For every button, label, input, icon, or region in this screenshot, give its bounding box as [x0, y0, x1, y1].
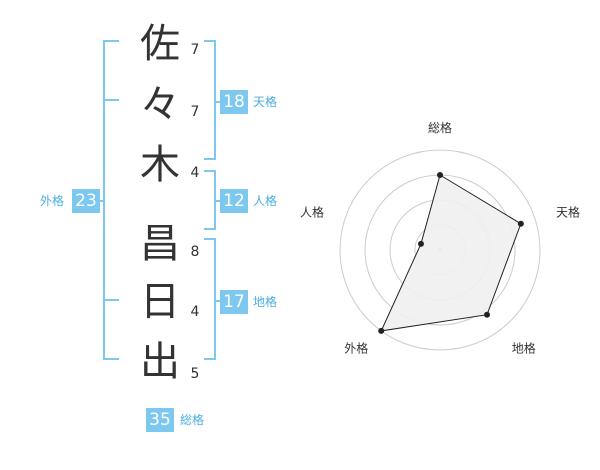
gaikaku-bracket-tick — [103, 299, 119, 301]
gaikaku-label: 外格 — [40, 194, 65, 208]
name-char-5: 日 — [140, 279, 180, 325]
stroke-count-6: 5 — [190, 366, 200, 382]
name-char-3: 木 — [140, 142, 180, 188]
chikaku-connector — [215, 300, 222, 302]
name-char-1: 佐 — [140, 21, 180, 67]
radar-axis-label: 人格 — [300, 204, 324, 219]
stroke-count-4: 8 — [190, 244, 200, 260]
tenkaku-connector — [215, 101, 222, 103]
radar-area — [380, 174, 522, 332]
radar-point-4 — [378, 327, 385, 334]
radar-points — [378, 172, 524, 334]
jinkaku-value-badge: 12 — [220, 189, 248, 213]
radar-point-2 — [517, 220, 524, 227]
stroke-count-2: 7 — [190, 104, 200, 120]
gaikaku-bracket-tick — [103, 99, 119, 101]
radar-axis-label: 総格 — [428, 120, 452, 135]
chikaku-label: 地格 — [253, 295, 278, 309]
jinkaku-connector — [215, 200, 222, 202]
stroke-count-3: 4 — [190, 165, 200, 181]
gaikaku-value-badge: 23 — [72, 189, 100, 213]
name-char-2: 々 — [140, 82, 180, 128]
name-char-6: 出 — [140, 339, 180, 385]
stroke-count-1: 7 — [190, 42, 200, 58]
radar-axis-label: 外格 — [344, 341, 368, 356]
radar-point-1 — [437, 172, 443, 178]
tenkaku-label: 天格 — [253, 95, 278, 109]
soukaku-label: 総格 — [180, 413, 205, 427]
radar-series-polygon — [380, 174, 522, 332]
jinkaku-label: 人格 — [253, 194, 278, 208]
soukaku-value-badge: 35 — [146, 408, 174, 432]
chikaku-value-badge: 17 — [220, 290, 248, 314]
radar-axis-label: 地格 — [512, 341, 536, 356]
name-char-4: 昌 — [140, 221, 180, 267]
gaikaku-connector — [97, 200, 105, 202]
chikaku-bracket — [204, 238, 216, 360]
stroke-count-5: 4 — [190, 304, 200, 320]
radar-ring — [339, 149, 541, 351]
tenkaku-bracket — [204, 40, 216, 160]
tenkaku-value-badge: 18 — [220, 90, 248, 114]
gaikaku-bracket — [103, 40, 119, 360]
radar-axis-label: 天格 — [556, 204, 580, 219]
radar-point-5 — [417, 240, 424, 247]
radar-point-3 — [484, 311, 491, 318]
